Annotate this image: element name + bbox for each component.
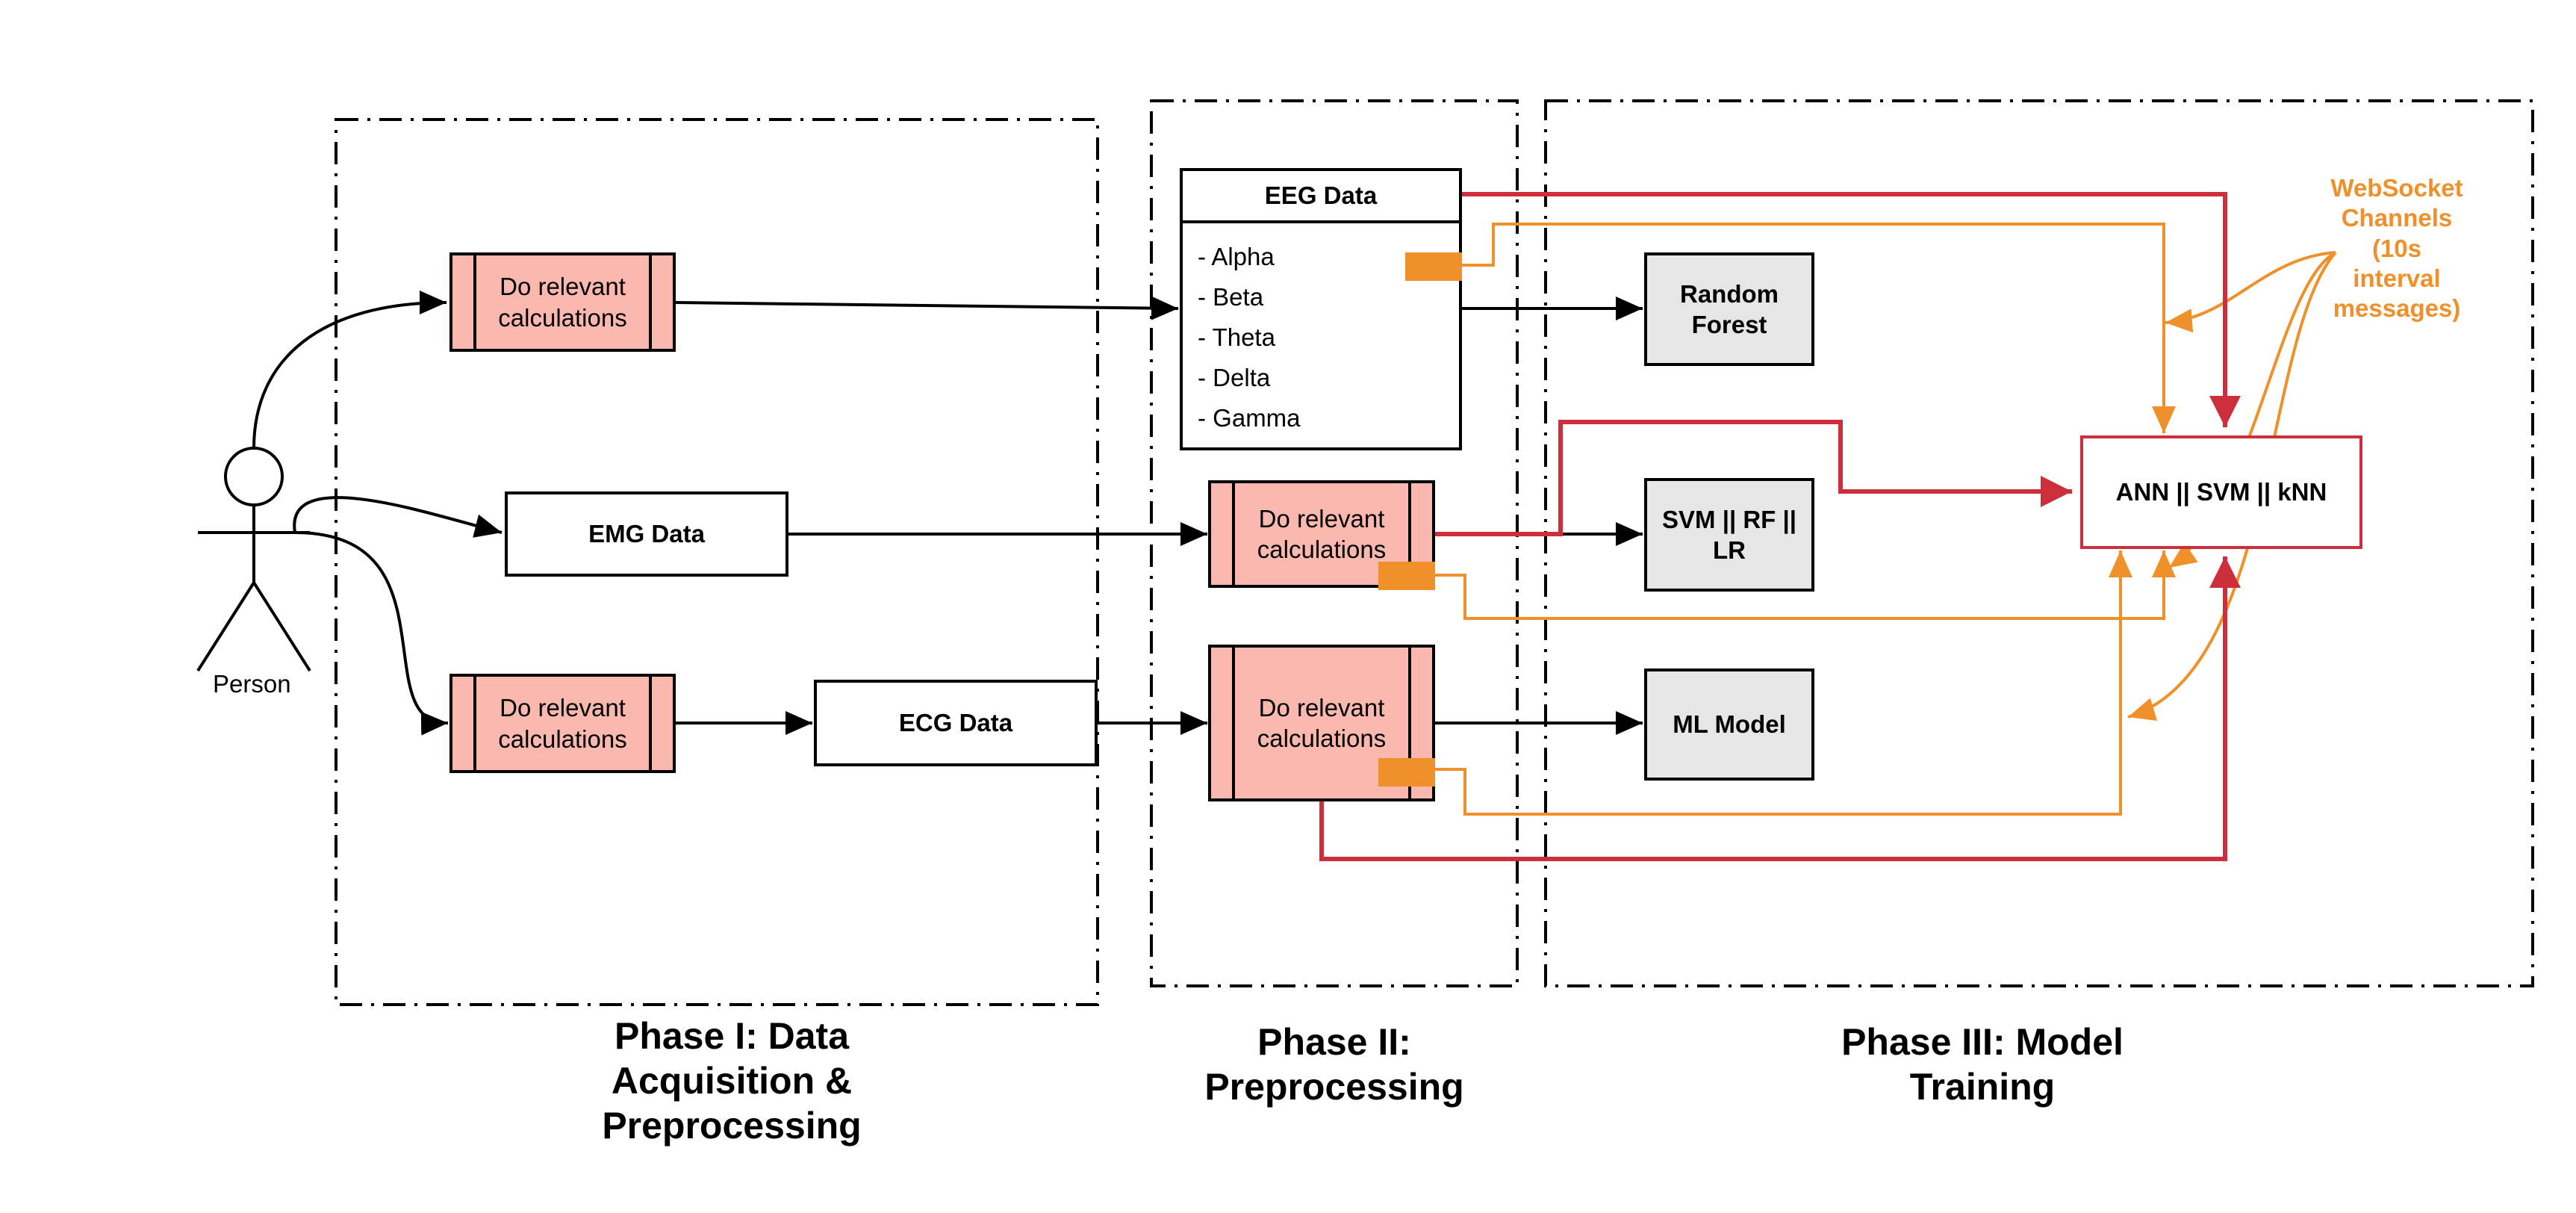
phase3-frame: [1544, 99, 2534, 987]
calc-emg-label: Do relevant calculations: [1257, 504, 1387, 563]
calc-top-label: Do relevant calculations: [498, 273, 627, 332]
svm-rf-lr-label: SVM || RF || LR: [1662, 505, 1796, 564]
arrow-person-to-emg: [293, 496, 503, 538]
websocket-port-ecg: [1378, 758, 1435, 787]
calc-bottom-bar-right: [649, 677, 652, 770]
eeg-band-item: Beta: [1198, 282, 1301, 323]
websocket-note-line: WebSocket: [2330, 174, 2463, 202]
websocket-to-ann-top: [2165, 251, 2336, 333]
emg-data-box: EMG Data: [505, 491, 788, 577]
orange-link-eeg: [1434, 223, 2176, 433]
websocket-note-line: (10s: [2371, 234, 2422, 262]
orange-link-ecg: [1434, 550, 2132, 816]
websocket-port-emg: [1378, 562, 1435, 590]
phase1-title-line: Preprocessing: [602, 1105, 862, 1147]
phase3-title-line: Phase III: Model: [1841, 1021, 2124, 1063]
websocket-port-eeg: [1405, 252, 1462, 281]
websocket-note-line: Channels: [2341, 204, 2453, 232]
red-link-calc-ecg-to-ann: [1319, 556, 2241, 861]
calc-emg-bar-right: [1408, 483, 1411, 585]
person-label: Person: [213, 670, 291, 698]
arrow-person-to-calc-bottom: [294, 531, 449, 736]
eeg-band-item: Gamma: [1198, 403, 1300, 444]
ann-svm-knn-box: ANN || SVM || kNN: [2080, 435, 2362, 549]
random-forest-label: Random Forest: [1680, 279, 1779, 338]
phase3-title: Phase III: Model Training: [1740, 1020, 2225, 1109]
phase2-frame: [1150, 99, 1519, 987]
ml-model-label: ML Model: [1673, 710, 1786, 739]
red-link-eeg-to-ann: [1462, 192, 2241, 427]
calc-top-bar-left: [473, 255, 476, 349]
websocket-note-line: messages): [2333, 294, 2461, 322]
ecg-data-box: ECG Data: [814, 680, 1098, 766]
eeg-band-list: Alpha Beta Theta Delta Gamma: [1198, 242, 1301, 444]
calc-top-bar-right: [649, 255, 652, 349]
svm-rf-lr-box: SVM || RF || LR: [1644, 478, 1814, 592]
calc-emg-bar-left: [1232, 483, 1235, 585]
ecg-data-label: ECG Data: [898, 709, 1013, 736]
calc-top-box: Do relevant calculations: [449, 252, 676, 352]
ml-model-box: ML Model: [1644, 668, 1814, 781]
phase2-title-line: Preprocessing: [1204, 1066, 1464, 1108]
ann-svm-knn-label: ANN || SVM || kNN: [2115, 478, 2327, 506]
eeg-band-item: Theta: [1198, 323, 1301, 363]
arrow-person-to-calc-top: [252, 291, 447, 449]
arrow-calc-top-to-eeg: [675, 296, 1179, 320]
calc-bottom-bar-left: [473, 677, 476, 770]
calc-bottom-label: Do relevant calculations: [498, 694, 627, 753]
phase2-title-line: Phase II:: [1257, 1021, 1411, 1063]
eeg-data-box: EEG Data Alpha Beta Theta Delta Gamma: [1180, 168, 1462, 450]
person-figure: [196, 447, 311, 672]
orange-link-emg: [1434, 550, 2176, 620]
emg-data-label: EMG Data: [588, 520, 705, 547]
calc-ecg-bar-left: [1232, 648, 1235, 798]
websocket-note-line: interval: [2353, 264, 2441, 292]
calc-bottom-box: Do relevant calculations: [449, 674, 676, 773]
eeg-band-item: Delta: [1198, 363, 1301, 403]
eeg-data-title: EEG Data: [1183, 171, 1459, 223]
phase1-frame: [335, 118, 1099, 1006]
phase1-title: Phase I: Data Acquisition & Preprocessin…: [508, 1014, 956, 1148]
calc-ecg-label: Do relevant calculations: [1257, 693, 1387, 752]
phase1-title-line: Phase I: Data: [614, 1015, 849, 1057]
red-link-calc-emg-to-ann: [1435, 420, 2072, 536]
phase1-title-line: Acquisition &: [611, 1060, 853, 1102]
calc-ecg-bar-right: [1408, 648, 1411, 798]
random-forest-box: Random Forest: [1644, 252, 1814, 366]
websocket-note: WebSocket Channels (10s interval message…: [2322, 173, 2471, 323]
phase2-title: Phase II: Preprocessing: [1110, 1020, 1558, 1109]
eeg-band-item: Alpha: [1198, 242, 1301, 282]
phase3-title-line: Training: [1909, 1066, 2056, 1108]
